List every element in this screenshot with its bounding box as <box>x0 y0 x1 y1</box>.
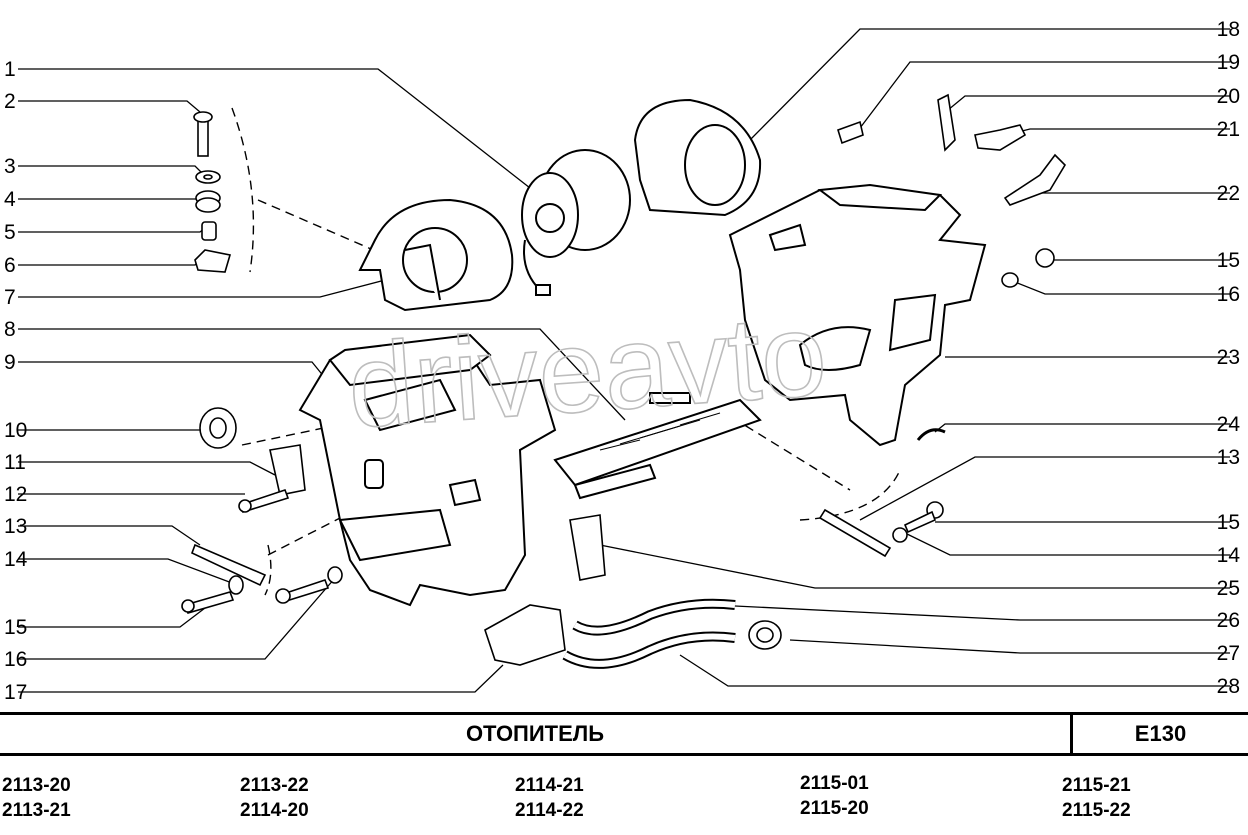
callout-number: 17 <box>4 681 27 704</box>
callout-number: 3 <box>4 155 16 178</box>
callout-number: 20 <box>1217 85 1240 108</box>
callout-number: 25 <box>1217 577 1240 600</box>
model-code: 2115-21 <box>1062 775 1131 796</box>
callout-number: 6 <box>4 254 16 277</box>
model-code: 2113-20 <box>2 775 71 796</box>
model-code: 2114-22 <box>515 800 584 821</box>
callout-number: 28 <box>1217 675 1240 698</box>
small-parts <box>181 93 1067 669</box>
callout-number: 13 <box>4 515 27 538</box>
callout-number: 22 <box>1217 182 1240 205</box>
callout-number: 11 <box>4 451 26 474</box>
callout-number: 16 <box>1217 283 1240 306</box>
model-code: 2115-22 <box>1062 800 1131 821</box>
callout-number: 18 <box>1217 18 1240 41</box>
callout-number: 2 <box>4 90 16 113</box>
callout-number: 24 <box>1217 413 1241 436</box>
callout-number: 14 <box>4 548 28 571</box>
callout-number: 9 <box>4 351 16 374</box>
callout-number: 7 <box>4 286 16 309</box>
heater-housing <box>298 333 557 607</box>
callout-number: 16 <box>4 648 27 671</box>
model-code: 2113-21 <box>2 800 71 821</box>
section-code: E130 <box>1134 721 1187 746</box>
blower-motor <box>521 149 631 296</box>
callout-number: 15 <box>1217 511 1240 534</box>
callout-number: 12 <box>4 483 27 506</box>
diagram-title: ОТОПИТЕЛЬ <box>465 721 605 746</box>
callout-number: 21 <box>1217 118 1240 141</box>
callout-number: 5 <box>4 221 16 244</box>
heater-core <box>553 392 762 500</box>
model-code: 2115-01 <box>800 773 869 794</box>
model-code: 2114-21 <box>515 775 584 796</box>
parts-diagram: driveavto 1 2 3 4 5 6 7 8 9 10 11 12 13 … <box>4 18 1241 704</box>
distribution-housing <box>728 183 987 447</box>
callout-number: 13 <box>1217 446 1240 469</box>
title-bar: ОТОПИТЕЛЬ E130 <box>0 712 1248 756</box>
callout-number: 27 <box>1217 642 1240 665</box>
callout-number: 26 <box>1217 609 1240 632</box>
callout-number: 23 <box>1217 346 1240 369</box>
callout-number: 15 <box>4 616 27 639</box>
blower-cover <box>633 98 762 217</box>
callout-number: 4 <box>4 188 16 211</box>
callout-number: 10 <box>4 419 27 442</box>
callout-number: 15 <box>1217 249 1240 272</box>
callout-number: 14 <box>1217 544 1241 567</box>
watermark: driveavto <box>344 288 831 453</box>
model-code: 2114-20 <box>240 800 309 821</box>
model-code: 2113-22 <box>240 775 309 796</box>
callout-number: 8 <box>4 318 16 341</box>
model-code: 2115-20 <box>800 798 869 819</box>
divider <box>1070 715 1073 753</box>
blower-volute <box>358 198 514 312</box>
callout-number: 19 <box>1217 51 1240 74</box>
callout-number: 1 <box>4 58 16 81</box>
